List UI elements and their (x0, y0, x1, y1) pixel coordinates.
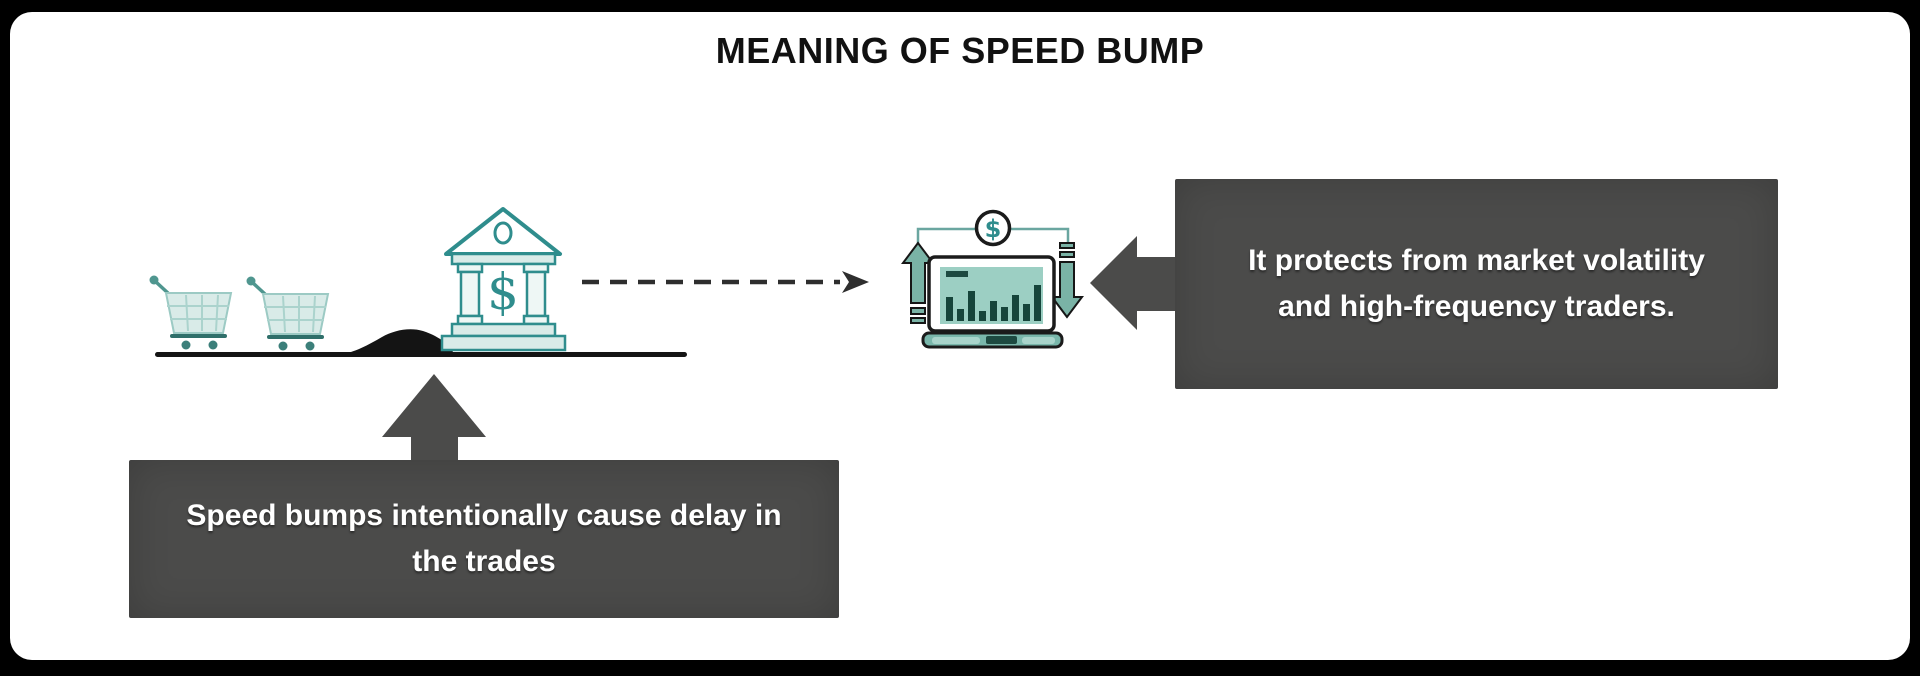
dollar-badge-icon: $ (974, 209, 1012, 247)
shopping-cart-icon (147, 273, 233, 352)
keyboard-strip (1022, 337, 1055, 344)
screen-ticker-label (946, 271, 968, 277)
trading-laptop-icon: $ (901, 209, 1084, 349)
callout-protection-line1: It protects from market volatility (1248, 243, 1705, 277)
bank-dollar-sign: $ (487, 263, 519, 321)
callout-left-arrow (1090, 236, 1178, 330)
callout-delay: Speed bumps intentionally cause delay in… (129, 460, 839, 618)
callout-delay-line2: the trades (412, 545, 556, 578)
touchpad (986, 336, 1017, 344)
speed-bump-icon (336, 329, 455, 356)
callout-protection: It protects from market volatility and h… (1175, 179, 1778, 389)
callout-up-arrow (382, 374, 486, 462)
bank-icon: $ (440, 207, 567, 352)
dashed-arrow (582, 271, 869, 293)
callout-delay-line1: Speed bumps intentionally cause delay in (186, 498, 782, 532)
down-arrow-icon (1050, 242, 1084, 319)
laptop-chart-bars (946, 285, 1041, 321)
callout-protection-line2: and high-frequency traders. (1278, 290, 1675, 323)
svg-text:$: $ (985, 215, 1002, 243)
shopping-cart-icon (244, 274, 330, 353)
keyboard-strip (932, 337, 980, 344)
page-title: MEANING OF SPEED BUMP (715, 30, 1205, 71)
